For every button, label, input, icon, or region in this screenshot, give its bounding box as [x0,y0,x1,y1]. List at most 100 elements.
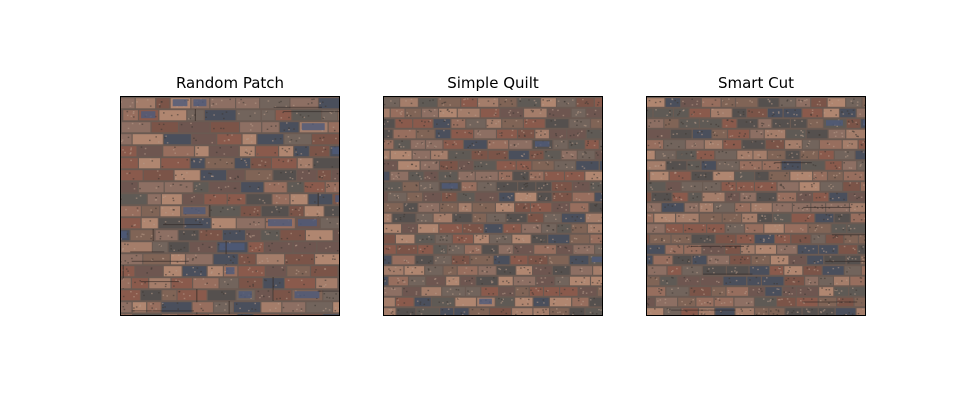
brick [741,224,743,226]
brick [595,152,598,154]
brick [158,141,160,143]
brick [818,134,821,136]
brick [801,207,804,210]
brick [595,203,598,206]
brick [813,151,815,153]
brick [252,283,254,286]
brick [565,209,567,211]
brick [288,127,290,129]
brick [267,100,270,102]
brick [338,278,339,289]
brick [508,175,510,177]
brick [815,197,818,199]
brick [229,242,231,244]
brick [777,192,797,202]
brick [428,166,430,168]
brick [759,238,762,241]
brick [495,297,514,307]
brick [682,214,685,216]
brick [805,104,807,106]
brick [224,281,226,283]
brick [855,121,857,124]
brick [599,288,601,290]
brick [193,195,195,198]
brick [779,154,782,157]
brick [393,129,416,139]
brick [777,245,797,254]
brick [415,172,418,174]
brick [648,99,651,102]
brick [823,250,825,252]
brick [506,249,509,251]
brick [480,228,482,231]
brick [224,292,227,295]
brick [591,256,602,263]
brick [813,238,816,240]
brick [725,125,728,127]
brick [655,226,657,228]
brick [437,98,461,107]
brick [600,198,602,201]
brick [554,300,556,302]
brick [856,298,859,300]
brick [308,164,310,166]
brick [457,227,459,229]
brick [685,280,687,282]
brick [749,266,769,275]
brick [182,293,185,295]
brick [240,98,242,101]
brick [831,311,833,314]
brick [540,152,542,154]
brick [411,279,413,282]
brick [743,185,745,188]
brick [468,161,470,164]
brick [399,218,402,221]
brick [490,234,512,244]
brick [333,230,339,241]
brick [741,166,744,168]
brick [464,98,467,100]
brick [139,304,142,306]
brick [544,267,547,269]
brick [854,258,857,260]
brick [824,277,826,280]
brick [471,277,473,280]
brick [419,205,422,207]
brick [717,259,719,261]
brick [593,266,602,275]
brick [819,245,838,254]
brick [688,260,690,263]
brick [747,257,749,259]
brick [793,204,795,206]
brick [525,183,527,185]
brick [599,207,602,210]
brick [338,307,339,310]
brick [387,218,389,220]
brick [693,290,696,292]
brick [228,139,230,141]
brick [131,183,133,185]
brick [851,113,853,115]
brick [681,308,684,311]
brick [300,308,303,310]
brick [647,140,663,149]
brick [746,248,748,250]
brick [166,295,168,297]
brick [440,228,442,230]
brick [800,101,802,103]
brick [855,289,858,291]
brick [802,229,804,231]
brick [321,139,324,141]
brick [152,303,155,305]
brick [211,104,213,107]
brick [387,135,390,137]
brick [508,197,511,199]
brick [480,165,483,168]
brick [168,271,171,273]
brick [782,258,785,260]
brick [326,296,328,299]
brick [266,233,268,235]
brick [810,184,813,186]
brick [726,260,728,263]
brick [778,195,780,197]
